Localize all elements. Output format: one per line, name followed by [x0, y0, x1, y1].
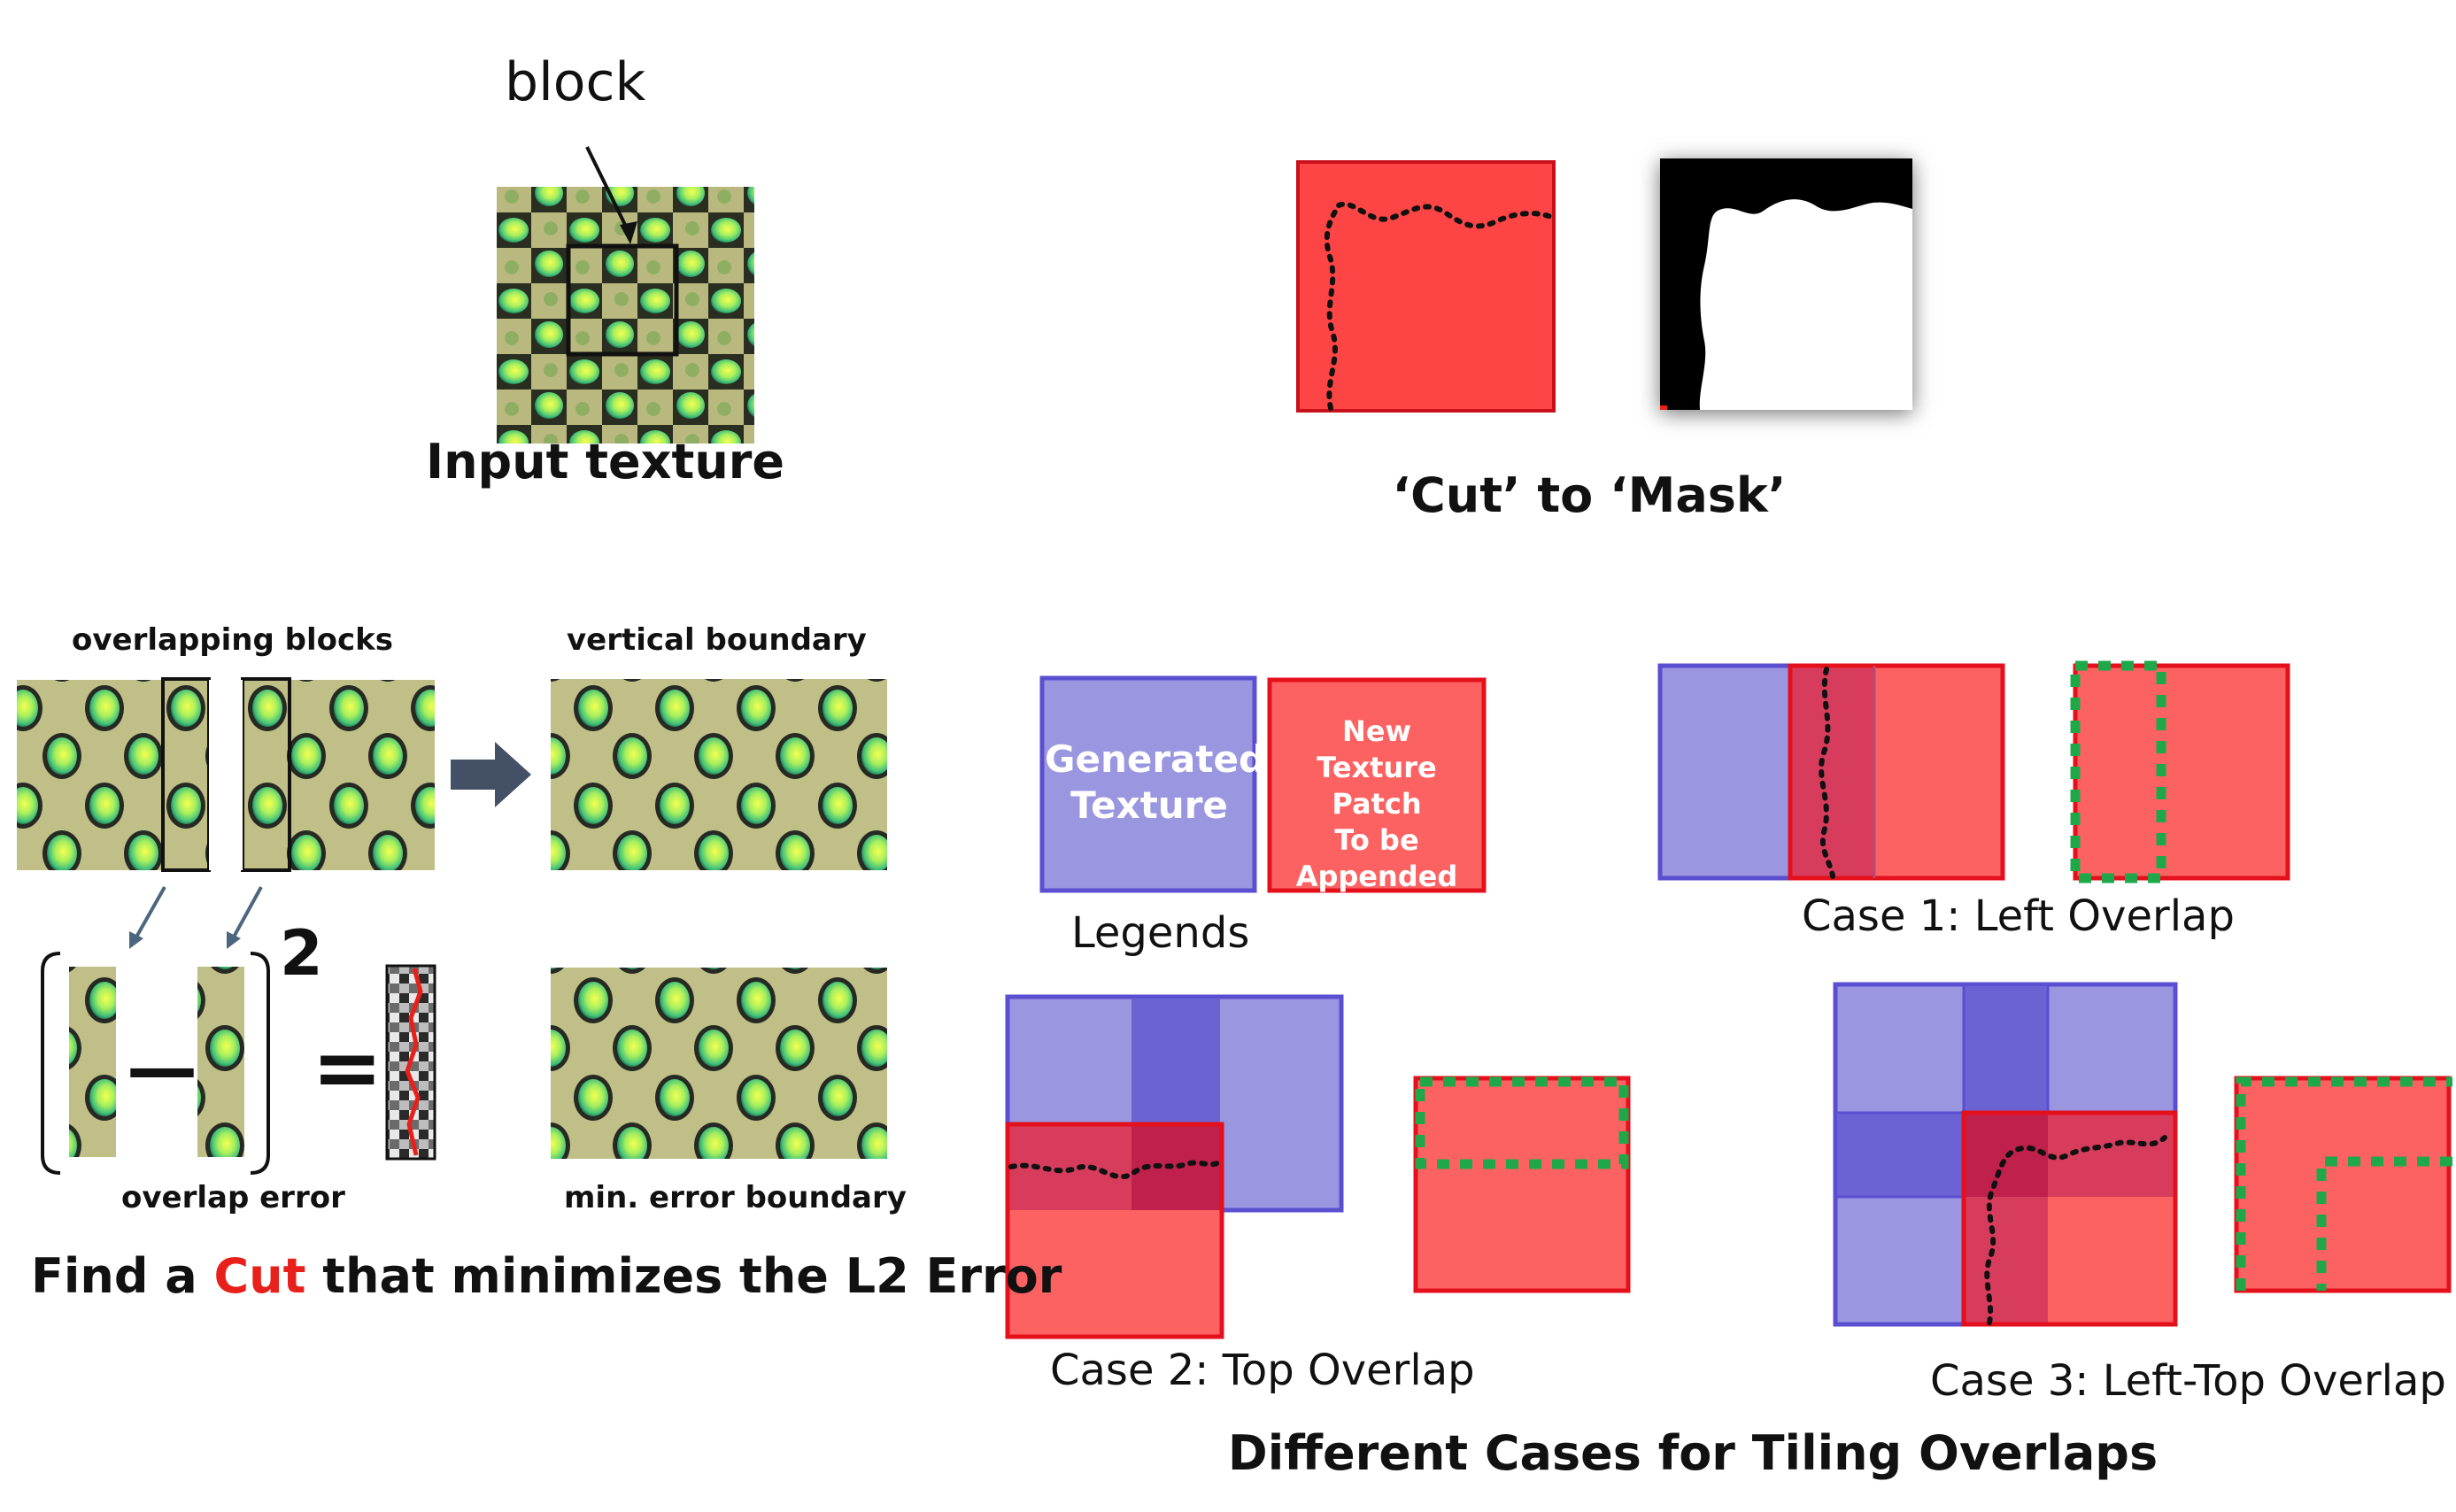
block-outline	[566, 243, 679, 357]
legend-new-text: New Texture Patch To be Appended	[1271, 714, 1482, 895]
right-arrow-body	[451, 760, 495, 790]
exponent-label: 2	[280, 917, 323, 990]
case2-green-dash	[1415, 1076, 1629, 1169]
case1-overlap	[1790, 666, 1874, 878]
strip-a	[69, 967, 116, 1157]
mask-white-region	[1699, 199, 1912, 410]
right-bracket	[250, 952, 270, 1175]
find-prefix: Find a	[31, 1248, 214, 1304]
case1-cut	[1819, 667, 1835, 879]
case1-result	[2073, 663, 2290, 881]
input-texture-label: Input texture	[426, 434, 785, 490]
tiling-cases-title: Different Cases for Tiling Overlaps	[1227, 1425, 2159, 1481]
find-cut-word: Cut	[213, 1248, 306, 1304]
block-arrow-shaft	[585, 146, 630, 233]
legend-generated-box	[1039, 675, 1257, 893]
cut-to-mask-label: ‘Cut’ to ‘Mask’	[1392, 467, 1787, 523]
case1-label: Case 1: Left Overlap	[1802, 891, 2235, 941]
case3-cut	[1984, 1135, 2167, 1325]
legend-generated-line1: Generated	[1045, 737, 1266, 781]
case1-blue	[1657, 663, 1793, 881]
case3-green-dash	[2236, 1076, 2452, 1291]
overlap-error-label: overlap error	[121, 1180, 345, 1215]
case2-result	[1413, 1076, 1631, 1293]
overlapping-blocks-label: overlapping blocks	[72, 622, 394, 658]
legend-new-line1: New	[1341, 714, 1412, 748]
small-arrow-left	[133, 886, 166, 941]
left-bracket	[41, 952, 61, 1175]
case2-label: Case 2: Top Overlap	[1050, 1346, 1475, 1395]
legend-new-line4: Appended	[1295, 860, 1458, 893]
find-cut-caption: Find a Cut that minimizes the L2 Error	[31, 1248, 1062, 1304]
error-path	[405, 968, 423, 1156]
right-arrow-head	[495, 742, 531, 807]
legend-new-line2: Texture Patch	[1317, 751, 1437, 821]
case1-green-dash	[2070, 660, 2166, 883]
vertical-boundary-label: vertical boundary	[567, 622, 867, 658]
block-label: block	[505, 51, 646, 113]
cut-dotted-line	[1324, 201, 1556, 411]
case3-result	[2234, 1076, 2452, 1293]
legends-label: Legends	[1071, 908, 1250, 958]
equals-sign: =	[312, 1018, 383, 1117]
block-arrow-head	[620, 221, 637, 244]
min-error-boundary-image	[551, 968, 887, 1159]
case2-blue-dark	[1131, 999, 1220, 1124]
cut-red-square	[1296, 160, 1556, 413]
find-suffix: that minimizes the L2 Error	[305, 1248, 1062, 1304]
small-arrow-right	[230, 886, 263, 941]
min-error-boundary-label: min. error boundary	[564, 1180, 907, 1215]
minus-sign: —	[127, 1027, 197, 1109]
case2-cut	[1008, 1159, 1223, 1180]
case2-red	[1005, 1122, 1224, 1339]
case3-label: Case 3: Left-Top Overlap	[1930, 1356, 2446, 1406]
legend-generated-text: Generated Texture	[1045, 737, 1266, 829]
vertical-boundary-image	[551, 679, 887, 870]
legend-generated-line2: Texture	[1070, 783, 1228, 827]
legend-new-line3: To be	[1334, 823, 1419, 857]
legend-new-box	[1267, 677, 1487, 893]
strip-b	[197, 967, 244, 1157]
case3-red	[1961, 1110, 2178, 1327]
